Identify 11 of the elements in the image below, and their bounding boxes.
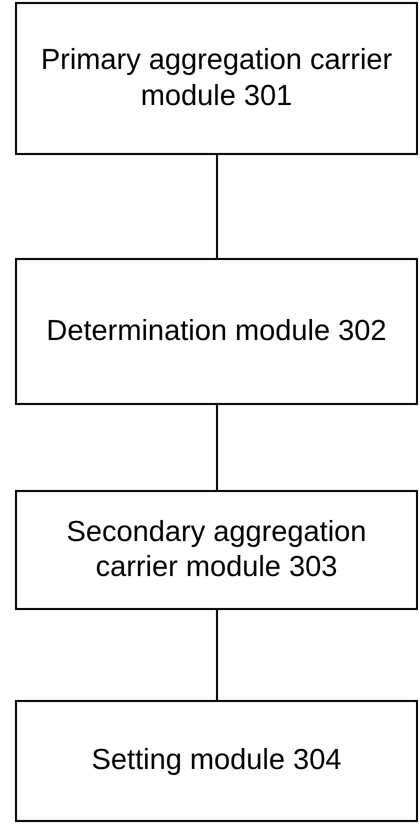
connector-line <box>216 610 218 700</box>
process-box <box>15 258 418 405</box>
connector-line <box>216 405 218 490</box>
box-label: Setting module 304 <box>90 743 342 778</box>
process-box <box>15 490 418 610</box>
connector-line <box>216 155 218 258</box>
process-box <box>15 2 418 155</box>
box-label: Secondary aggregation carrier module 303 <box>66 514 368 585</box>
box-label: Determination module 302 <box>45 314 388 349</box>
box-label: Primary aggregation carrier module 301 <box>40 43 394 114</box>
process-box <box>15 700 418 822</box>
